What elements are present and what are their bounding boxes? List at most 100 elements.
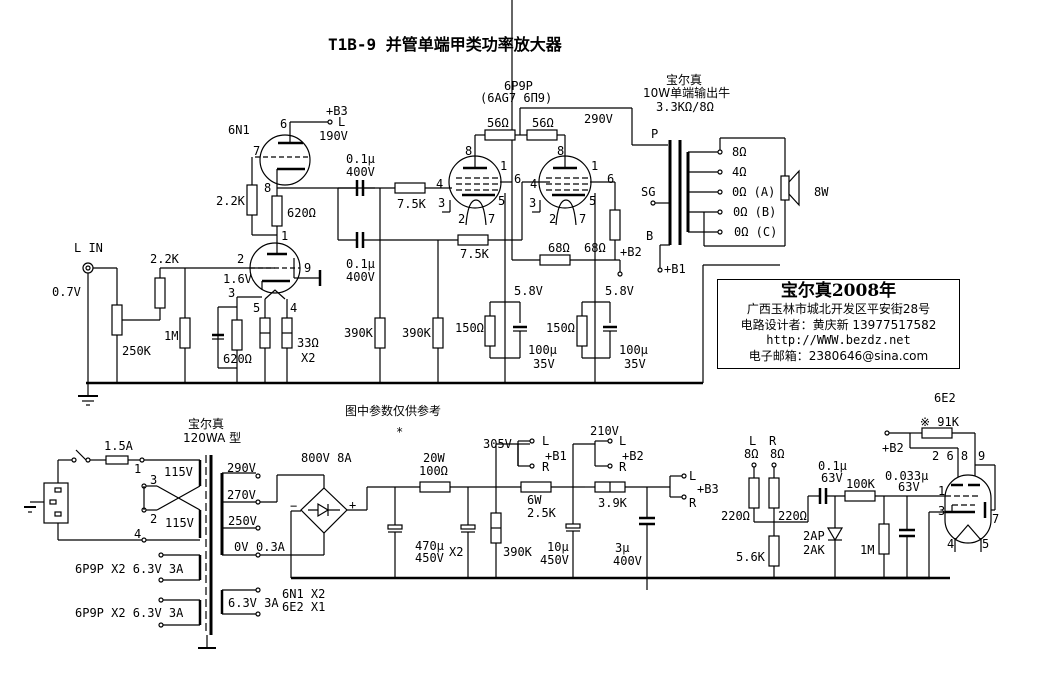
cathode-cap-1-voltage: 35V: [533, 357, 555, 371]
screen-resistor-2: 68Ω: [584, 241, 606, 255]
b3-node-label: +B3: [697, 482, 719, 496]
screen-resistor-1: 68Ω: [548, 241, 570, 255]
hv-tap: 250V: [228, 514, 257, 528]
cathode-voltage-1: 5.8V: [514, 284, 543, 298]
info-website[interactable]: http://WWW.bezdz.net: [766, 333, 911, 347]
grid-stopper-1: 7.5K: [397, 197, 426, 211]
driver-plate-voltage: 190V: [319, 129, 348, 143]
ot-sg-label: SG: [641, 185, 656, 199]
pt-model: 120WA 型: [183, 431, 242, 445]
pin-label: 6: [514, 172, 522, 186]
ot-b1-label: +B1: [664, 262, 686, 276]
ot-brand: 宝尔真: [666, 73, 703, 87]
ot-tap: 4Ω: [732, 165, 747, 179]
indicator-resistor-l: 220Ω: [721, 509, 750, 523]
output-tube-equiv: (6AG7 6П9): [480, 91, 553, 105]
supply-c2: 10μ: [547, 540, 569, 554]
coupling-cap-1-voltage: 400V: [346, 165, 375, 179]
heater-winding-2: 6P9P X2 6.3V 3A: [75, 606, 184, 620]
channel-r-label: R: [619, 460, 627, 474]
indicator-cap: 0.1μ: [818, 459, 847, 473]
hv-tap: 270V: [227, 488, 256, 502]
indicator-r-label: R: [769, 434, 777, 448]
cathode-voltage: 1.6V: [223, 272, 252, 286]
pin-label: 4: [530, 177, 538, 191]
pin-label: 1: [938, 484, 946, 498]
hv-tap-current: 0.3A: [256, 540, 285, 554]
indicator-r-impedance: 8Ω: [770, 447, 785, 461]
pin-label: 7: [253, 144, 261, 158]
ot-b-label: B: [646, 229, 654, 243]
indicator-b2-label: +B2: [882, 441, 904, 455]
driver-tube-label: 6N1: [228, 123, 250, 137]
resistor-620-bottom: 620Ω: [223, 352, 252, 366]
ot-ratio: 3.3KΩ/8Ω: [656, 100, 714, 114]
supply-c1-voltage: 450V: [415, 551, 444, 565]
reference-note: 图中参数仅供参考: [345, 404, 442, 418]
pin-label: 1: [500, 159, 508, 173]
supply-r1-watt: 20W: [423, 451, 445, 465]
ot-tap: 0Ω (A): [732, 185, 776, 199]
b2-label: +B2: [620, 245, 642, 259]
indicator-cap-2-voltage: 63V: [898, 480, 920, 494]
pin-label: 4: [436, 177, 444, 191]
pt-brand: 宝尔真: [188, 417, 225, 431]
channel-r-label: R: [689, 496, 697, 510]
primary-voltage-2: 115V: [165, 516, 194, 530]
ot-p-label: P: [651, 127, 659, 141]
designer-info-box: 宝尔真2008年 广西玉林市城北开发区平安街28号 电路设计者：黄庆新 1397…: [717, 279, 960, 369]
rectifier-rating: 800V 8A: [301, 451, 352, 465]
diode-label-2: 2AK: [803, 543, 825, 557]
indicator-resistor-100k: 100K: [846, 477, 875, 491]
channel-l-label: L: [542, 434, 550, 448]
input-voltage: 0.7V: [52, 285, 81, 299]
pin-label: 1: [281, 229, 289, 243]
pin-label: 1: [134, 462, 142, 476]
cathode-voltage-2: 5.8V: [605, 284, 634, 298]
rectifier-plus: +: [349, 498, 357, 512]
resistor-620-top: 620Ω: [287, 206, 316, 220]
indicator-resistor-5k6: 5.6K: [736, 550, 765, 564]
heater-winding-3: 6.3V 3A: [228, 596, 279, 610]
pin-label: 3: [529, 196, 537, 210]
heater-resistor-qty: X2: [301, 351, 316, 365]
plate-resistor-2k2: 2.2K: [216, 194, 245, 208]
grid-resistor-label: 1M: [164, 329, 179, 343]
info-email[interactable]: 电子邮箱：2380646@sina.com: [748, 348, 929, 363]
pin-label: 2 6 8: [932, 449, 969, 463]
hv-tap: 0V: [234, 540, 249, 554]
coupling-cap-1: 0.1μ: [346, 152, 375, 166]
volume-pot-label: 250K: [122, 344, 151, 358]
pin-label: 2: [549, 212, 557, 226]
cathode-cap-2: 100μ: [619, 343, 648, 357]
supply-r2: 2.5K: [527, 506, 556, 520]
b2-voltage: 210V: [590, 424, 619, 438]
output-tube-label: 6P9P: [504, 79, 533, 93]
pin-label: 5: [253, 301, 261, 315]
pin-label: 3: [938, 504, 946, 518]
schematic-title: T1B-9 并管单端甲类功率放大器: [328, 35, 562, 54]
pin-label: 5: [982, 537, 990, 551]
b1-voltage: 305V: [483, 437, 512, 451]
supply-c3-voltage: 400V: [613, 554, 642, 568]
pin-label: 2: [237, 252, 245, 266]
heater-3-tubes-1: 6N1 X2: [282, 587, 326, 601]
diode-label-1: 2AP: [803, 529, 825, 543]
pin-label: 7: [579, 212, 587, 226]
pin-label: 1: [591, 159, 599, 173]
indicator-cap-voltage: 63V: [821, 471, 843, 485]
pin-label: 3: [228, 286, 236, 300]
b3-side-label: L: [338, 115, 346, 129]
heater-winding-1: 6P9P X2 6.3V 3A: [75, 562, 184, 576]
plate-resistor-1: 56Ω: [487, 116, 509, 130]
plate-resistor-2: 56Ω: [532, 116, 554, 130]
supply-c1: 470μ: [415, 539, 444, 553]
ot-tap: 8Ω: [732, 145, 747, 159]
plate-voltage: 290V: [584, 112, 613, 126]
indicator-l-label: L: [749, 434, 757, 448]
rectifier-minus: −: [290, 499, 298, 513]
ot-tap: 0Ω (C): [734, 225, 778, 239]
coupling-cap-2-voltage: 400V: [346, 270, 375, 284]
pin-label: 4: [290, 301, 298, 315]
grid-stopper-2: 7.5K: [460, 247, 489, 261]
